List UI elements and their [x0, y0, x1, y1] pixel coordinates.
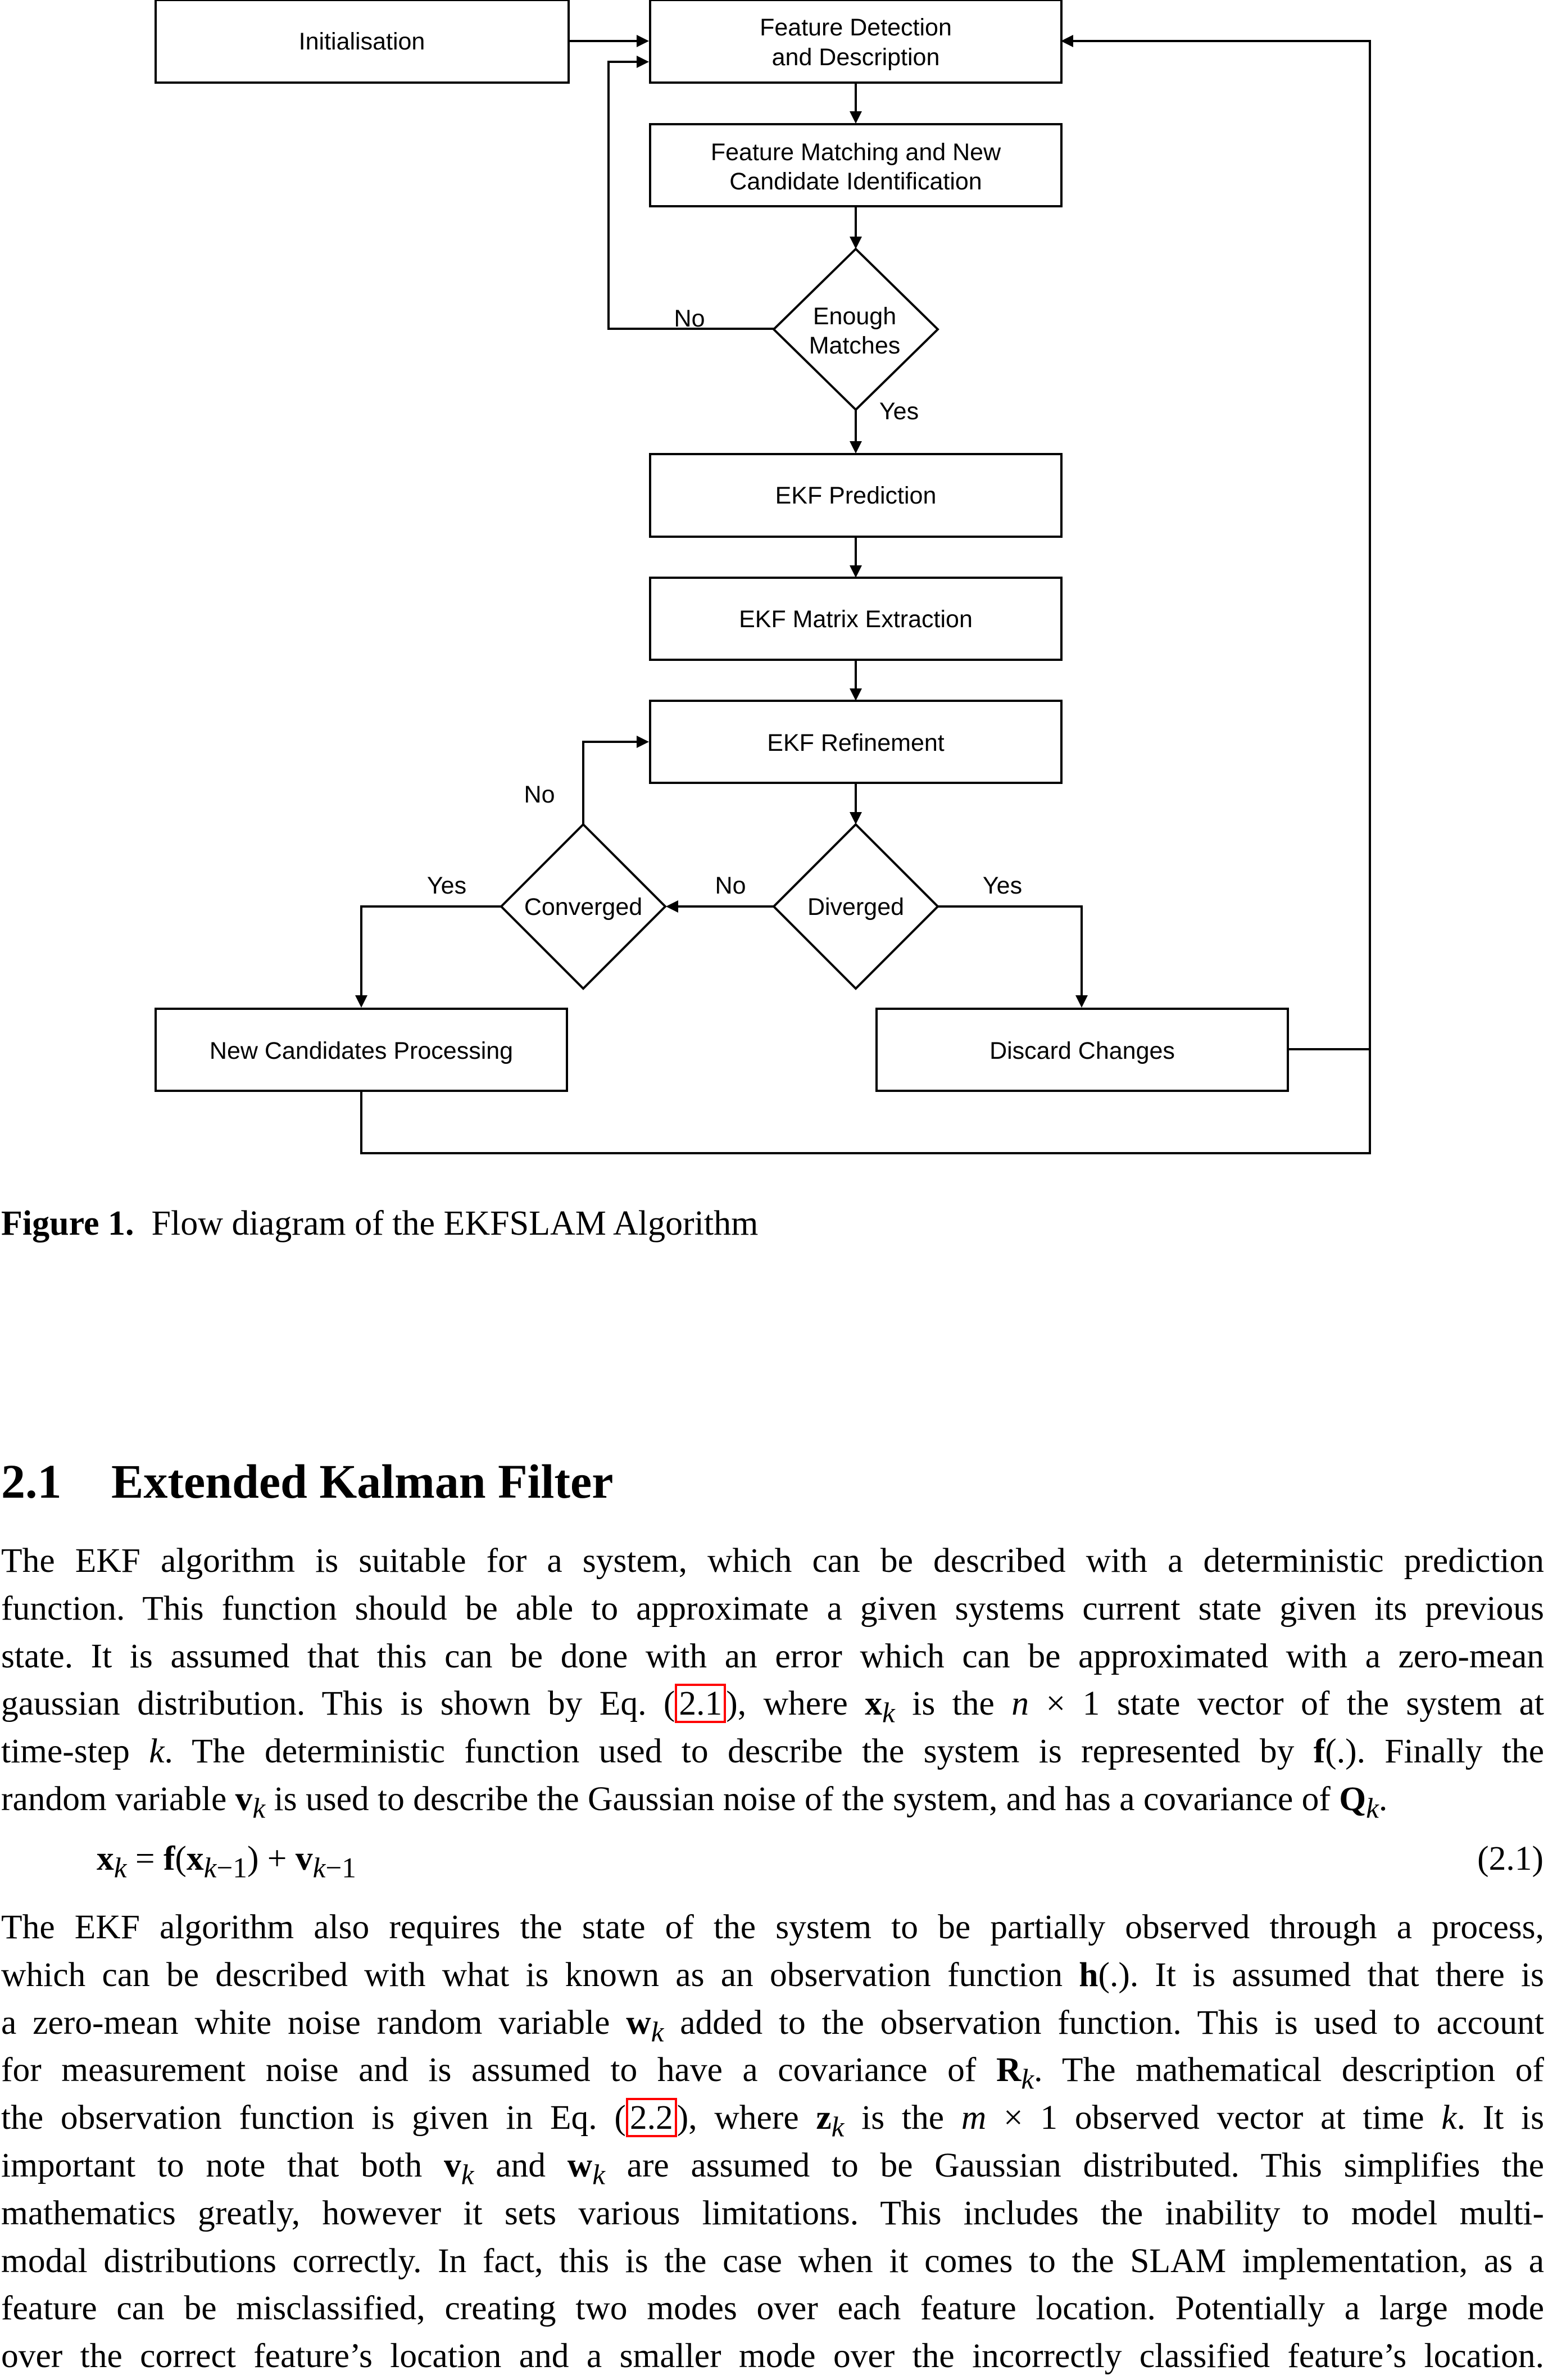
- paragraph-2-line: a zero-mean white noise random variable …: [1, 2003, 1544, 2047]
- paragraph-1-line: state. It is assumed that this can be do…: [1, 1636, 1544, 1675]
- edge-label-diverged-yes: Yes: [983, 872, 1022, 899]
- section-title: Extended Kalman Filter: [111, 1454, 614, 1508]
- section-heading: 2.1 Extended Kalman Filter: [1, 1453, 613, 1509]
- equation-ref-2-2[interactable]: 2.2: [625, 2098, 677, 2138]
- arrowhead: [850, 237, 862, 249]
- node-ekf-matrix-extraction: EKF Matrix Extraction: [649, 577, 1063, 661]
- connectors: [355, 35, 1371, 1154]
- node-initialisation: Initialisation: [155, 0, 570, 84]
- edge-label-converged-yes: Yes: [427, 872, 466, 899]
- edge-label-enough-no: No: [674, 305, 705, 332]
- arrowhead: [850, 111, 862, 124]
- edge-label-enough-yes: Yes: [879, 398, 919, 425]
- arrowhead: [850, 688, 862, 701]
- arrowhead: [637, 736, 649, 748]
- edge-diverged-yes: [938, 905, 1083, 999]
- arrowhead: [850, 441, 862, 454]
- node-feature-detection-label-1: Feature Detection: [760, 14, 952, 41]
- paragraph-2-line: over the correct feature’s location and …: [1, 2337, 1544, 2376]
- node-feature-detection-label-2: and Description: [772, 44, 940, 71]
- arrowhead: [850, 812, 862, 824]
- paragraph-2-line: mathematics greatly, however it sets var…: [1, 2193, 1544, 2232]
- arrowhead: [637, 35, 649, 47]
- node-discard-changes-label: Discard Changes: [989, 1037, 1175, 1064]
- edge-label-diverged-no: No: [715, 872, 746, 899]
- node-enough-matches: Enough Matches: [772, 247, 939, 411]
- paragraph-1-line: function. This function should be able t…: [1, 1589, 1544, 1628]
- node-feature-matching-label-2: Candidate Identification: [729, 168, 982, 195]
- equation-ref-2-1[interactable]: 2.1: [675, 1684, 727, 1724]
- node-initialisation-label: Initialisation: [299, 28, 425, 55]
- edge-enough-no: [607, 61, 774, 330]
- arrowhead: [637, 56, 649, 68]
- equation-2-1-number: (2.1): [1477, 1839, 1544, 1878]
- node-converged: Converged: [500, 823, 667, 990]
- equation-2-1-body: xk = f(xk−1) + vk−1: [97, 1839, 356, 1884]
- node-new-candidates-label: New Candidates Processing: [210, 1037, 513, 1064]
- equation-2-1: xk = f(xk−1) + vk−1 (2.1): [0, 1835, 1548, 1884]
- paragraph-1-line: random variable vk is used to describe t…: [1, 1779, 1388, 1823]
- arrowhead: [1061, 35, 1073, 47]
- paragraph-1: The EKF algorithm is suitable for a syst…: [1, 1537, 1544, 1823]
- paragraph-2-line: for measurement noise and is assumed to …: [1, 2051, 1544, 2095]
- edge-converged-yes: [360, 905, 501, 999]
- node-discard-changes: Discard Changes: [875, 1008, 1289, 1092]
- node-feature-matching-label-1: Feature Matching and New: [711, 139, 1001, 166]
- paragraph-1-line: The EKF algorithm is suitable for a syst…: [1, 1542, 1544, 1580]
- arrowhead: [355, 995, 367, 1008]
- arrowhead: [1075, 995, 1088, 1008]
- section-number: 2.1: [1, 1454, 62, 1508]
- ekfslam-flow-diagram: Initialisation Feature Detection and Des…: [155, 0, 1371, 1154]
- arrowhead: [666, 900, 678, 913]
- paragraph-2-line: feature can be misclassified, creating t…: [1, 2289, 1544, 2328]
- node-diverged: Diverged: [772, 823, 939, 990]
- node-ekf-matrix-extraction-label: EKF Matrix Extraction: [739, 606, 973, 633]
- figure-caption: Figure 1. Flow diagram of the EKFSLAM Al…: [1, 1203, 758, 1244]
- edge-label-converged-no: No: [524, 781, 555, 808]
- node-converged-label: Converged: [524, 894, 642, 921]
- node-enough-matches-label-1: Enough: [813, 303, 896, 330]
- node-diverged-label: Diverged: [807, 894, 904, 921]
- figure-caption-text: Flow diagram of the EKFSLAM Algorithm: [151, 1204, 759, 1243]
- paragraph-2-line: The EKF algorithm also requires the stat…: [1, 1908, 1544, 1946]
- paragraph-2-line: modal distributions correctly. In fact, …: [1, 2241, 1544, 2280]
- paragraph-2: The EKF algorithm also requires the stat…: [1, 1903, 1544, 2380]
- node-ekf-prediction: EKF Prediction: [649, 453, 1063, 538]
- node-ekf-refinement: EKF Refinement: [649, 700, 1063, 784]
- node-feature-matching: Feature Matching and New Candidate Ident…: [649, 123, 1063, 207]
- node-feature-detection: Feature Detection and Description: [649, 0, 1063, 84]
- node-ekf-refinement-label: EKF Refinement: [767, 729, 945, 756]
- figure-caption-label: Figure 1.: [1, 1204, 134, 1243]
- arrowhead: [850, 565, 862, 578]
- edge-converged-no: [582, 741, 641, 824]
- node-new-candidates: New Candidates Processing: [155, 1008, 568, 1092]
- edge-new-candidates-loop: [360, 40, 1371, 1154]
- paragraph-2-line: important to note that both vk and wk ar…: [1, 2146, 1544, 2189]
- node-ekf-prediction-label: EKF Prediction: [775, 482, 937, 509]
- paragraph-1-line: time-step k. The deterministic function …: [1, 1732, 1544, 1771]
- paragraph-1-line: gaussian distribution. This is shown by …: [1, 1684, 1544, 1728]
- paragraph-2-line: the observation function is given in Eq.…: [1, 2098, 1544, 2142]
- paragraph-2-line: which can be described with what is know…: [1, 1955, 1544, 1994]
- node-enough-matches-label-2: Matches: [809, 332, 901, 359]
